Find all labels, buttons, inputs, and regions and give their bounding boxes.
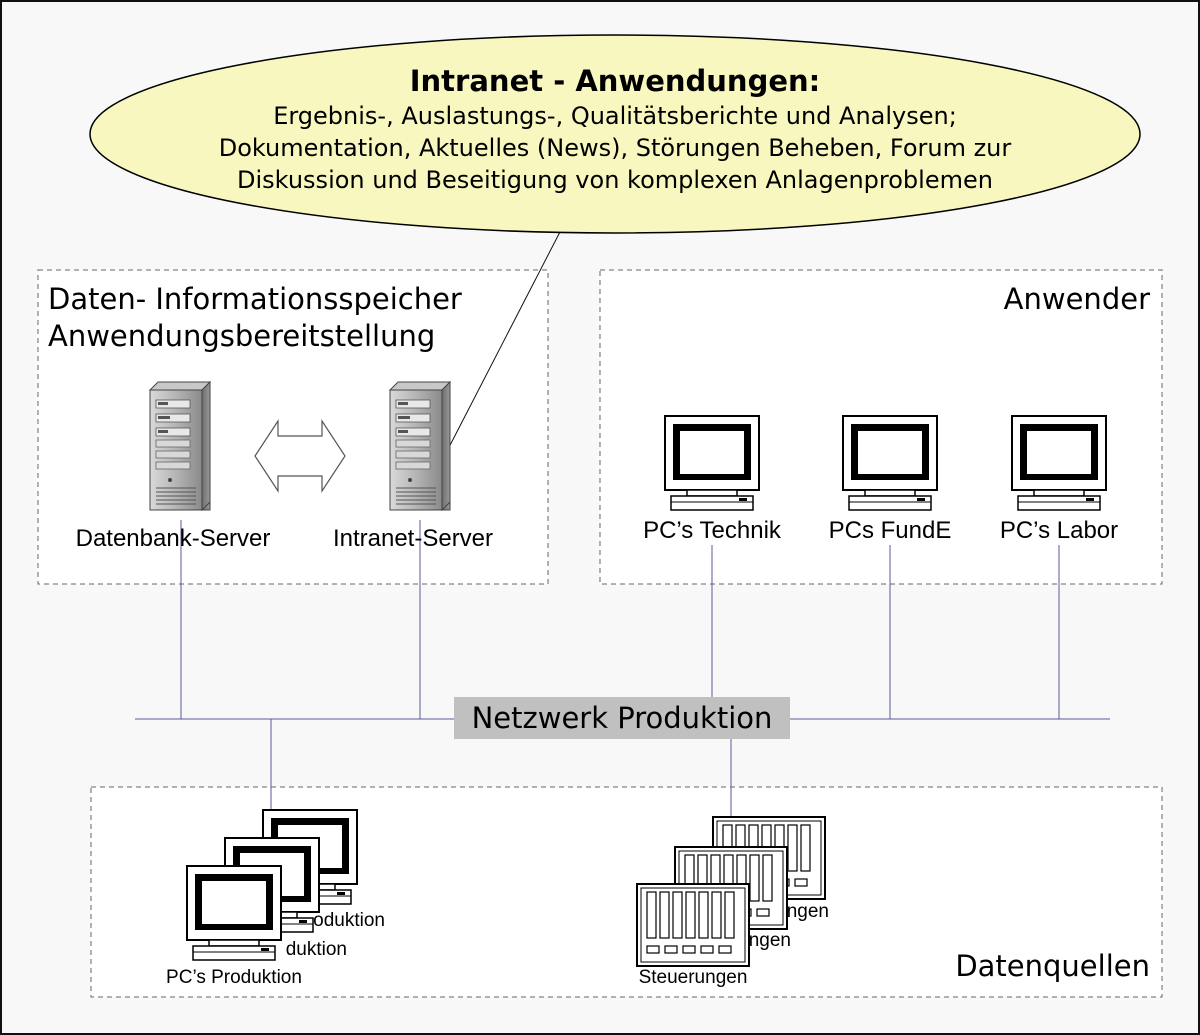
- network-label-bg: [454, 697, 790, 739]
- user-group-title: Anwender: [1004, 282, 1150, 316]
- pc-label-technik: PC’s Technik: [643, 517, 782, 544]
- server-label-datenbank: Datenbank-Server: [76, 525, 271, 552]
- controller-label-middle: ngen: [749, 930, 791, 951]
- computer-monitor-icon[interactable]: [1011, 415, 1107, 511]
- controller-label-back: ungen: [776, 901, 829, 922]
- callout-pointer: [444, 227, 563, 456]
- storage-group-title-2: Anwendungsbereitstellung: [48, 319, 435, 353]
- controller-label-front: Steuerungen: [639, 967, 748, 988]
- callout-line-2: Dokumentation, Aktuelles (News), Störung…: [219, 134, 1012, 162]
- callout-line-3: Diskussion und Beseitigung von komplexen…: [237, 166, 993, 194]
- network-label: Netzwerk Produktion: [472, 701, 773, 735]
- server-label-intranet: Intranet-Server: [333, 525, 493, 552]
- production-pc-label-front: PC’s Produktion: [166, 967, 302, 988]
- computer-monitor-icon[interactable]: [664, 415, 760, 511]
- server-tower-icon[interactable]: [389, 381, 451, 511]
- plc-controller-icon[interactable]: [636, 883, 750, 967]
- pc-label-funde: PCs FundE: [829, 517, 952, 544]
- callout-ellipse: [89, 34, 1141, 234]
- production-pc-label-middle: duktion: [286, 939, 347, 960]
- sources-group-title: Datenquellen: [955, 949, 1150, 983]
- storage-group-title-1: Daten- Informationsspeicher: [48, 282, 462, 316]
- computer-monitor-icon[interactable]: [842, 415, 938, 511]
- callout-line-1: Ergebnis-, Auslastungs-, Qualitätsberich…: [273, 102, 957, 130]
- server-tower-icon[interactable]: [149, 381, 211, 511]
- production-pc-label-back: oduktion: [313, 910, 385, 931]
- storage-group-box: [37, 269, 549, 585]
- double-arrow-icon: [254, 418, 346, 494]
- callout-title: Intranet - Anwendungen:: [410, 64, 821, 98]
- computer-monitor-icon[interactable]: [186, 865, 282, 961]
- pc-label-labor: PC’s Labor: [1000, 517, 1118, 544]
